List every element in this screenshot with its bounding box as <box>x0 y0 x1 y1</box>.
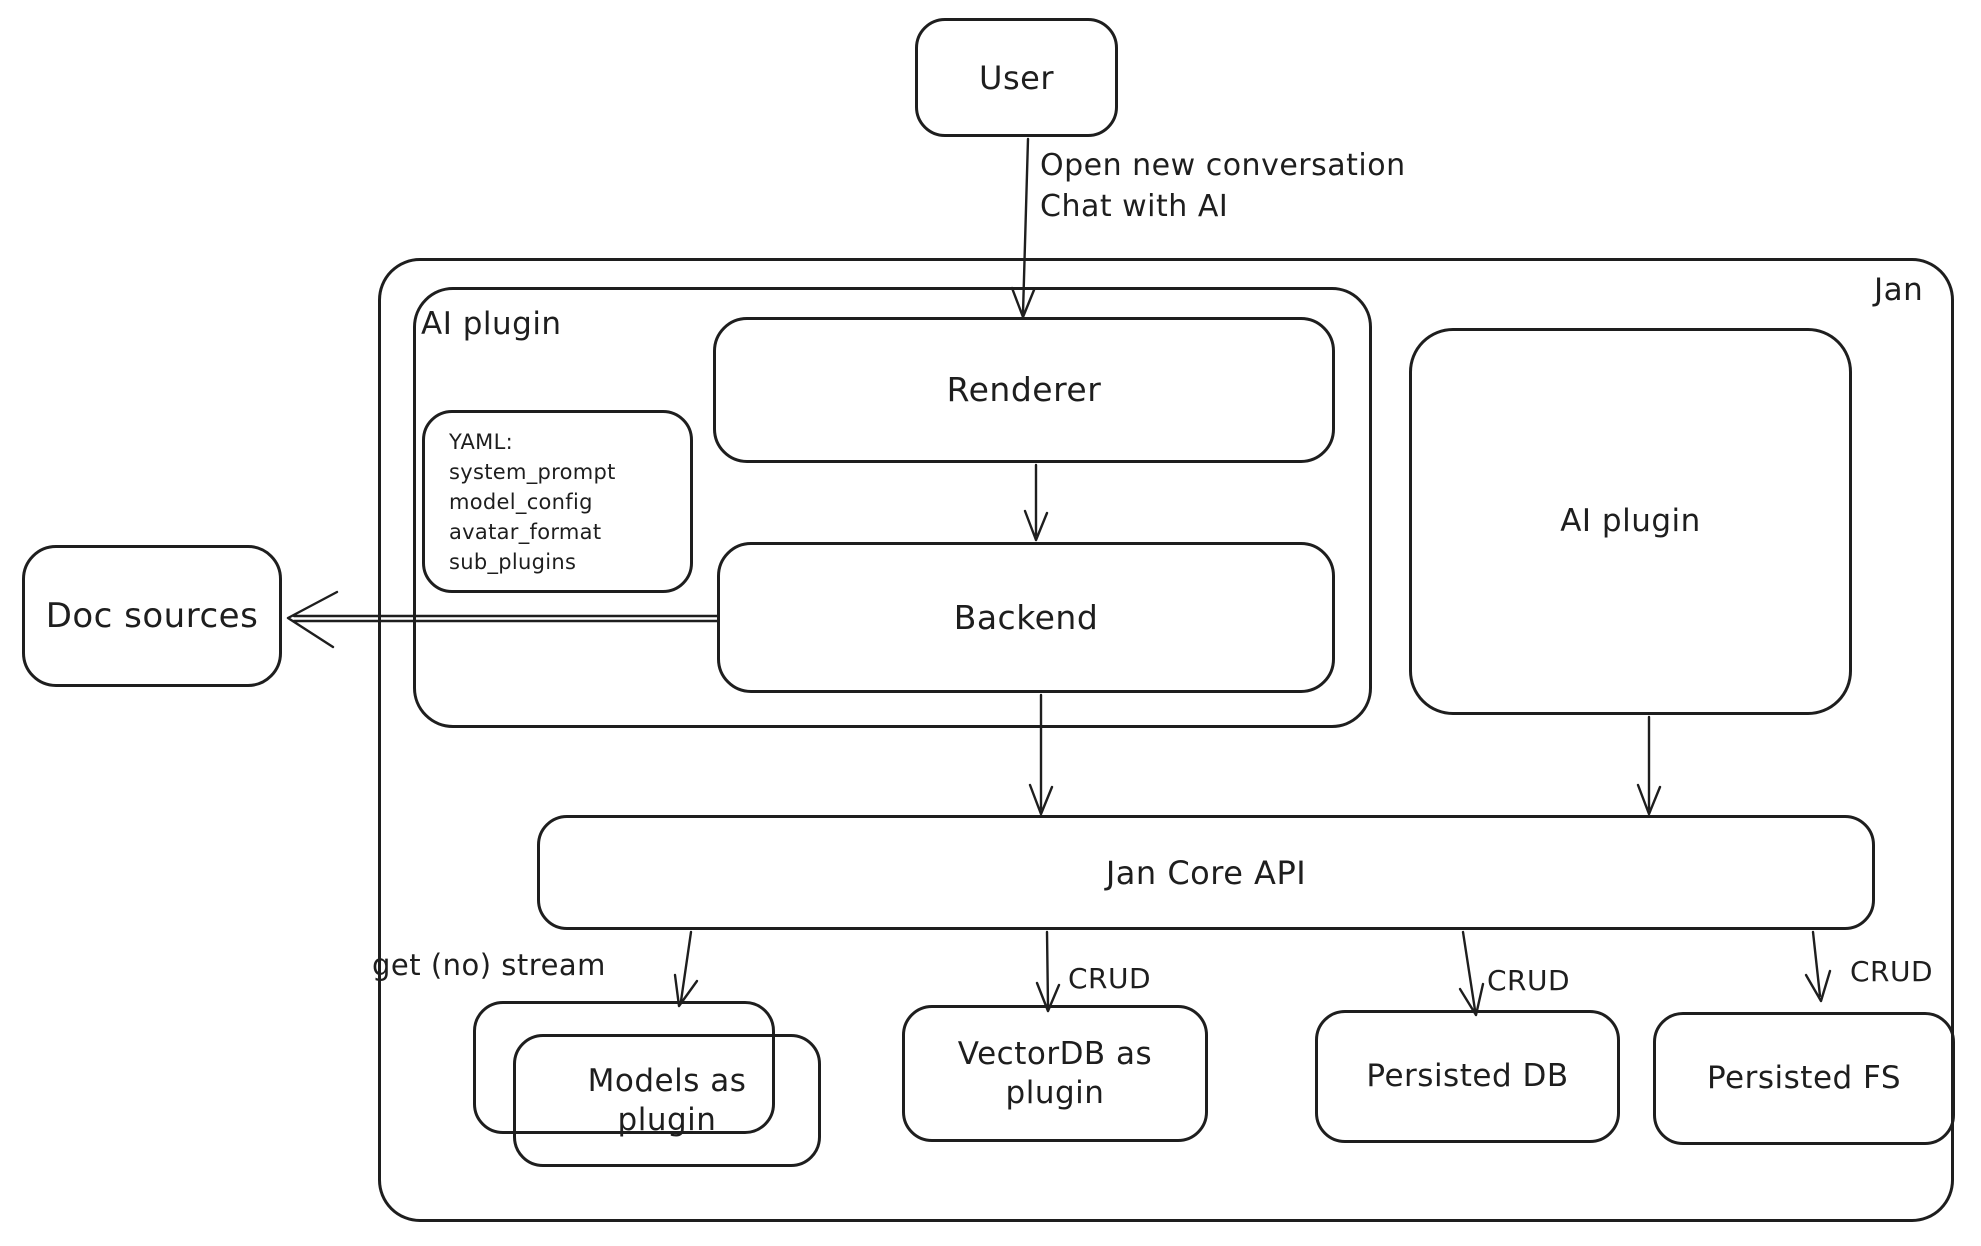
persisted-fs-node: Persisted FS <box>1653 1012 1955 1145</box>
yaml-config-note: YAML: system_prompt model_config avatar_… <box>422 410 693 593</box>
renderer-node-label: Renderer <box>946 370 1102 410</box>
persisted-fs-node-label: Persisted FS <box>1706 1060 1902 1097</box>
persisted-db-node-label: Persisted DB <box>1366 1058 1569 1095</box>
edge-label-line: Chat with AI <box>1040 188 1229 224</box>
jan-core-api-node: Jan Core API <box>537 815 1875 930</box>
yaml-line: YAML: <box>449 430 513 454</box>
vectordb-plugin-label-line: VectorDB as <box>957 1035 1153 1072</box>
yaml-line: model_config <box>449 490 593 514</box>
ai-plugin-node: AI plugin <box>1409 328 1852 715</box>
yaml-line: system_prompt <box>449 460 616 484</box>
doc-sources-node: Doc sources <box>22 545 282 687</box>
models-plugin-node: Models as plugin <box>513 1034 821 1167</box>
models-plugin-label-line: Models as <box>587 1062 747 1099</box>
models-plugin-node-label: Models as plugin <box>588 1062 747 1140</box>
yaml-config-lines: YAML: system_prompt model_config avatar_… <box>449 427 616 577</box>
backend-node: Backend <box>717 542 1335 693</box>
ai-plugin-node-label: AI plugin <box>1560 503 1701 540</box>
renderer-node: Renderer <box>713 317 1335 463</box>
vectordb-plugin-label-line: plugin <box>1005 1074 1105 1111</box>
ai-plugin-container <box>413 287 1372 728</box>
user-node: User <box>915 18 1118 137</box>
jan-container-label: Jan <box>1874 272 1924 308</box>
ai-plugin-container-label: AI plugin <box>421 306 562 342</box>
doc-sources-node-label: Doc sources <box>45 595 259 636</box>
vectordb-plugin-node-label: VectorDB as plugin <box>958 1035 1152 1113</box>
persisted-db-node: Persisted DB <box>1315 1010 1620 1143</box>
vectordb-plugin-node: VectorDB as plugin <box>902 1005 1208 1142</box>
edge-label-crud-persisted-db: CRUD <box>1487 964 1571 997</box>
edge-label-line: Open new conversation <box>1040 148 1406 183</box>
yaml-line: avatar_format <box>449 520 602 544</box>
edge-label-crud-vectordb: CRUD <box>1068 962 1152 995</box>
edge-label-crud-persisted-fs: CRUD <box>1850 955 1934 988</box>
jan-container <box>378 258 1954 1222</box>
backend-node-label: Backend <box>953 597 1099 637</box>
jan-core-api-node-label: Jan Core API <box>1105 853 1307 892</box>
edge-label-get-no-stream: get (no) stream <box>372 948 606 982</box>
edge-label-user-to-renderer: Open new conversation Chat with AI <box>1040 146 1406 227</box>
models-plugin-node-back <box>473 1001 775 1134</box>
models-plugin-label-line: plugin <box>617 1101 717 1138</box>
user-node-label: User <box>979 58 1054 97</box>
yaml-line: sub_plugins <box>449 550 577 574</box>
